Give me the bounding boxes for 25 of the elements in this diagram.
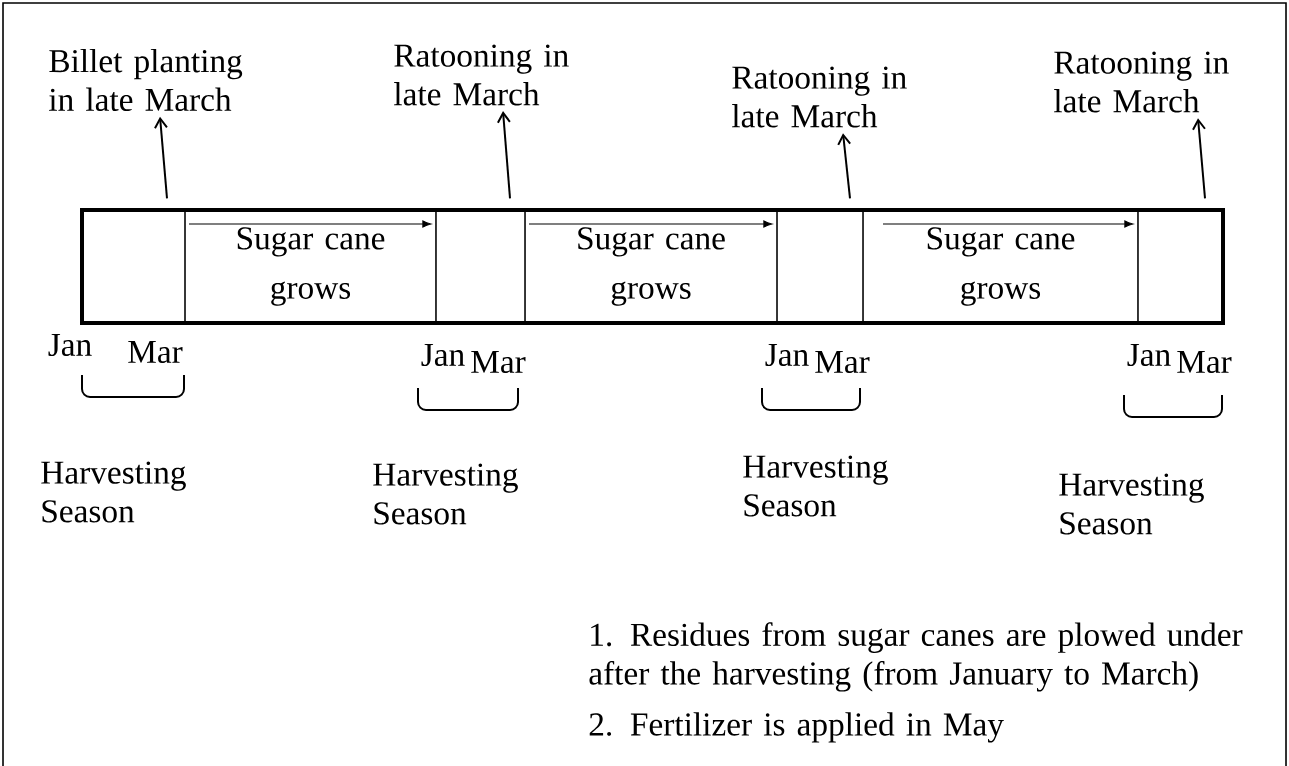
month-label: Mar <box>128 340 183 364</box>
callout-text: Ratooning in late March <box>1054 51 1229 113</box>
note: 2. Fertilizer is applied in May <box>589 712 1004 743</box>
callout-text: Ratooning in late March <box>394 44 569 106</box>
growth-cell: Sugar cane grows <box>862 209 1139 324</box>
arrow <box>1192 118 1206 200</box>
month-label: Jan <box>765 343 809 367</box>
growth-cell: Sugar cane grows <box>524 209 778 324</box>
month-label: Jan <box>1127 343 1171 367</box>
season-label: Harvesting Season <box>373 463 518 525</box>
season-label: Harvesting Season <box>41 461 186 523</box>
arrow <box>496 111 511 200</box>
season-label: Harvesting Season <box>1059 473 1204 535</box>
month-label: Mar <box>1177 350 1232 374</box>
arrow <box>837 133 852 200</box>
month-label: Mar <box>471 350 526 374</box>
callout-text: Ratooning in late March <box>732 66 907 128</box>
callout-text: Billet planting in late March <box>49 48 243 112</box>
arrow <box>154 116 168 200</box>
month-label: Mar <box>815 350 870 374</box>
month-label: Jan <box>48 333 92 357</box>
month-label: Jan <box>421 343 465 367</box>
season-label: Harvesting Season <box>743 455 888 517</box>
note: 1. Residues from sugar canes are plowed under after the harvesting (from January to March) <box>589 622 1243 692</box>
growth-cell: Sugar cane grows <box>184 209 437 324</box>
